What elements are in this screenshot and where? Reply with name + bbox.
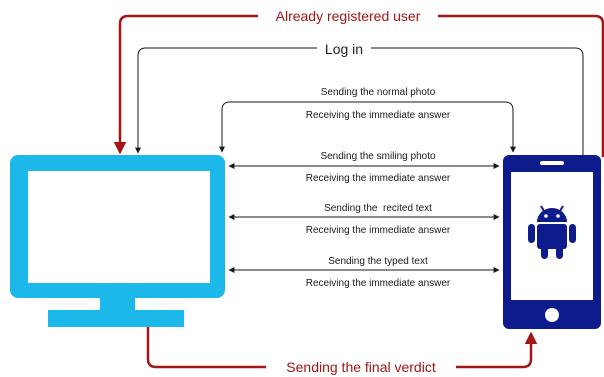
- android-logo-icon: [528, 205, 576, 259]
- smiling-photo-answer-label: Receiving the immediate answer: [306, 173, 451, 184]
- normal-photo-arrow: [219, 101, 516, 153]
- already-registered-label: Already registered user: [276, 8, 421, 24]
- final-verdict-label: Sending the final verdict: [286, 359, 436, 375]
- normal-photo-answer-label: Receiving the immediate answer: [306, 110, 451, 121]
- typed-text-label: Sending the typed text: [328, 256, 428, 267]
- recited-text-answer-label: Receiving the immediate answer: [306, 225, 451, 236]
- log-in-label: Log in: [325, 41, 363, 57]
- normal-photo-label: Sending the normal photo: [321, 87, 436, 98]
- smiling-photo-label: Sending the smiling photo: [320, 151, 436, 162]
- typed-text-answer-label: Receiving the immediate answer: [306, 278, 451, 289]
- recited-text-label: Sending the recited text: [324, 203, 432, 214]
- desktop-monitor-icon: [10, 155, 225, 327]
